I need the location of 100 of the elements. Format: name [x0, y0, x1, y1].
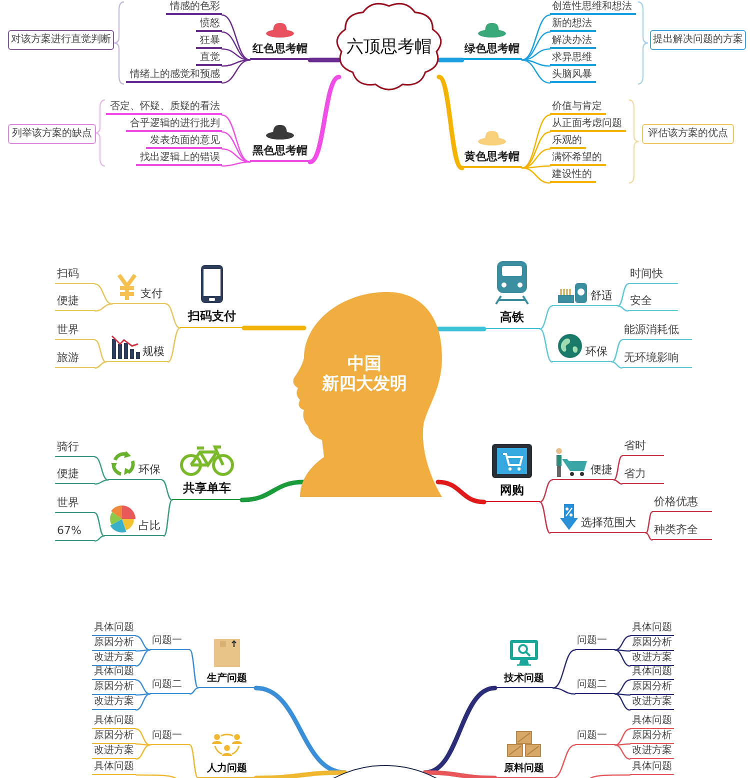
branch-item: 创造性思维和想法 [550, 0, 636, 15]
branch-item: 省时 [622, 438, 664, 456]
branch-item: 价值与肯定 [550, 100, 606, 115]
connector-line [221, 148, 251, 163]
central-topic-label: 六顶思考帽 [346, 36, 432, 58]
topic-label: 生产问题 [207, 672, 247, 685]
topic-label: 技术问题 [504, 672, 544, 685]
summary-box: 对该方案进行直觉判断 [8, 30, 114, 50]
connector-line [94, 479, 109, 485]
branch-item: 改进方案 [92, 744, 136, 759]
connector-line [135, 693, 151, 711]
branch-item: 从正面考虑问题 [550, 117, 626, 132]
branch-item: 改进方案 [630, 744, 674, 759]
connector-line [135, 649, 151, 667]
connector-line [645, 532, 653, 541]
branch-item: 改进方案 [92, 695, 136, 710]
subtopic [108, 448, 162, 480]
subtopic-label: 环保 [586, 345, 608, 359]
connector-line [94, 339, 107, 363]
connector-line [135, 635, 151, 651]
subtopic [550, 503, 646, 533]
hat-topic [250, 20, 310, 60]
connector-line [617, 283, 629, 307]
connector-line [521, 148, 551, 169]
connector-line [614, 649, 631, 652]
hat-topic [250, 122, 310, 162]
central-topic-label: 中国新四大发明 [322, 354, 407, 394]
connector-line [221, 131, 251, 163]
cloud-shape [335, 0, 443, 92]
branch-item: 合乎逻辑的进行批判 [126, 117, 222, 132]
connector-line [308, 74, 342, 164]
connector-line [436, 326, 486, 332]
connector-line [94, 361, 107, 369]
branch-item: 无环境影响 [622, 350, 692, 368]
branch-item: 问题一 [575, 729, 615, 745]
connector-line [614, 693, 631, 696]
connector-line [521, 167, 551, 184]
branch-item: 改进方案 [92, 651, 136, 666]
branch-item: 问题一 [150, 729, 190, 745]
branch-item: 种类齐全 [652, 522, 712, 540]
connector-line [240, 480, 306, 502]
branch-topic [495, 733, 553, 778]
connector-line [189, 687, 199, 695]
connector-line [135, 743, 151, 746]
connector-line [189, 649, 199, 689]
branch-item: 求异思维 [550, 51, 596, 66]
branch-item: 问题二 [575, 678, 615, 694]
branch-item: 时间快 [628, 266, 678, 284]
branch-item: 价格优惠 [652, 494, 712, 512]
branch-item: 情感的色彩 [166, 0, 222, 15]
topic-label: 网购 [500, 482, 524, 499]
connector-line [436, 74, 464, 170]
subtopic-label: 选择范围大 [581, 516, 636, 530]
connector-line [539, 305, 553, 330]
connector-line [161, 479, 173, 501]
connector-line [422, 770, 498, 778]
branch-item: 原因分析 [630, 680, 674, 695]
hat-topic [462, 20, 522, 60]
connector-line [135, 649, 151, 652]
branch-item: 安全 [628, 293, 678, 311]
connector-line [614, 728, 631, 746]
branch-item: 新的想法 [550, 17, 596, 32]
branch-item: 具体问题 [630, 665, 674, 680]
branch-item: 否定、怀疑、质疑的看法 [106, 100, 222, 115]
connector-line [645, 511, 653, 534]
branch-item: 问题一 [575, 634, 615, 650]
subtopic [552, 448, 614, 480]
branch-item: 旅游 [55, 350, 95, 368]
branch-item: 问题二 [150, 678, 190, 694]
connector-line [221, 14, 251, 61]
branch-topic [198, 733, 256, 778]
branch-item: 便捷 [55, 293, 95, 311]
branch-item: 改进方案 [630, 695, 674, 710]
connector-line [614, 635, 631, 651]
branch-item: 情绪上的感觉和预感 [126, 68, 222, 83]
head-silhouette [292, 292, 442, 497]
subtopic [112, 274, 166, 304]
branch-item: 建设性的 [550, 168, 596, 183]
connector-line [539, 479, 553, 503]
topic-label: 黑色思考帽 [252, 143, 308, 158]
connector-line [135, 679, 151, 695]
branch-item: 具体问题 [630, 621, 674, 636]
branch-topic [198, 640, 256, 688]
branch-item: 发表负面的意见 [146, 134, 222, 149]
subtopic-label: 规模 [142, 345, 164, 359]
connector-line [611, 339, 623, 363]
connector-line [552, 649, 576, 689]
connector-line [94, 512, 105, 537]
summary-box: 评估该方案的优点 [642, 124, 734, 144]
connector-line [242, 326, 306, 330]
branch-item: 原因分析 [92, 729, 136, 744]
branch-item: 找出逻辑上的错误 [136, 151, 222, 166]
connector-line [163, 499, 173, 537]
topic-label: 绿色思考帽 [464, 41, 520, 56]
topic-label: 黄色思考帽 [464, 149, 520, 164]
connector-line [614, 649, 631, 667]
topic-label: 人力问题 [207, 762, 247, 775]
subtopic [104, 504, 164, 536]
branch-item: 原因分析 [92, 636, 136, 651]
connector-line [189, 744, 199, 778]
